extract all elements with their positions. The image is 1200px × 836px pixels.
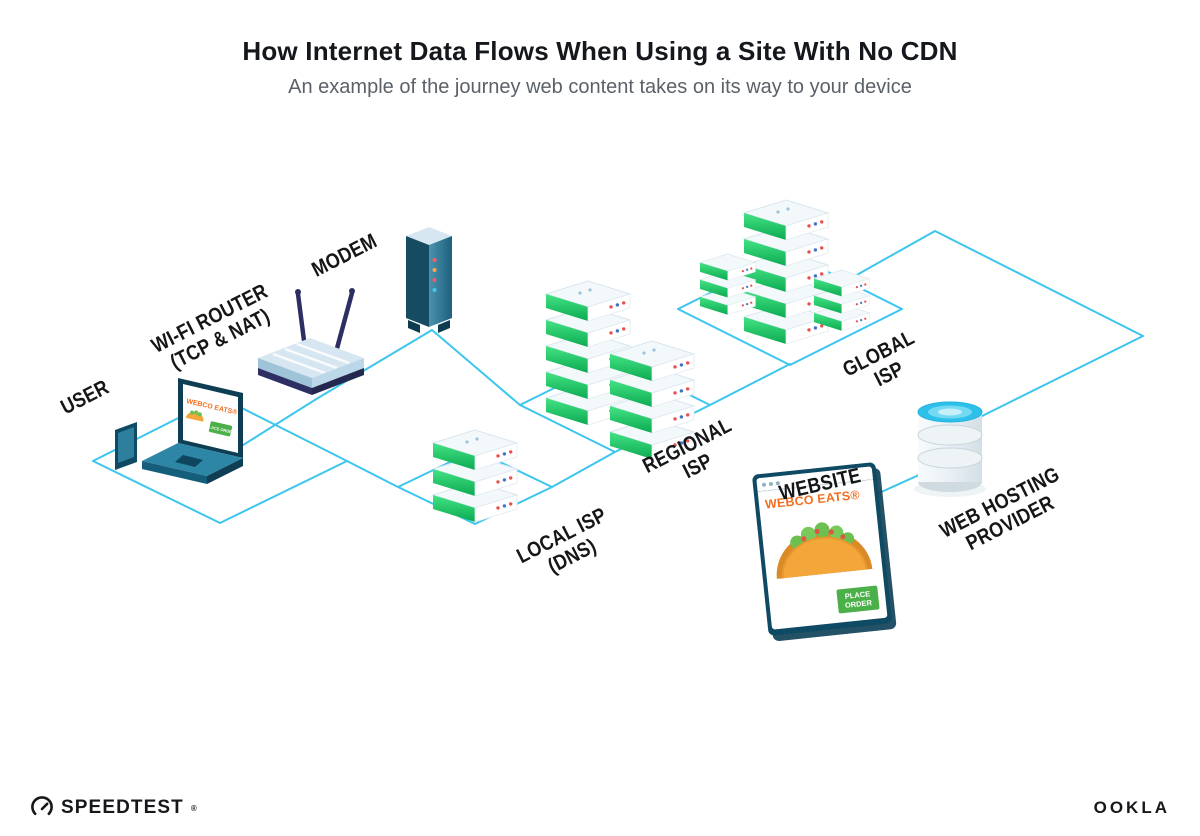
modem-leds [432, 258, 437, 292]
taco-tomato [801, 528, 846, 542]
line-regional-global [709, 363, 791, 406]
line-global-hosting [845, 230, 1144, 432]
browser-content: WEBCO EATS® PLACE ORDER [757, 479, 888, 630]
page-subtitle: An example of the journey web content ta… [288, 76, 912, 98]
ookla-wordmark: OOKLA [1093, 798, 1170, 817]
line-user-localisp [346, 460, 399, 488]
speedtest-logo: SPEEDTEST ® [30, 796, 197, 820]
speedtest-gauge-icon [31, 796, 53, 816]
taco-illustration [776, 522, 873, 579]
footer: SPEEDTEST ® OOKLA [30, 796, 1170, 820]
local-isp-servers [432, 429, 518, 523]
server-stack [609, 340, 695, 460]
server-stack [813, 269, 870, 332]
svg-text:PLACE ORDER: PLACE ORDER [206, 424, 236, 435]
server-stack [432, 429, 518, 523]
website-window: WEBCO EATS® PLACE ORDER [751, 461, 893, 637]
page-title: How Internet Data Flows When Using a Sit… [242, 36, 958, 66]
global-isp-servers [699, 199, 870, 345]
laptop-order-button: PLACE ORDER [206, 421, 236, 437]
laptop-taco-icon [185, 410, 204, 422]
speedtest-wordmark: SPEEDTEST [61, 797, 184, 818]
laptop-trackpad [175, 455, 203, 467]
place-order-button: PLACE ORDER [836, 585, 880, 614]
modem-illustration [406, 227, 452, 333]
server-stack [743, 199, 829, 345]
line-user-modem [239, 329, 433, 448]
laptop-illustration: WEBCO EATS® PLACE ORDER [115, 378, 243, 484]
router-illustration [258, 288, 364, 395]
line-local-regional [551, 451, 616, 488]
server-stack [545, 280, 631, 426]
browser-dot-icon [761, 482, 767, 487]
regional-isp-servers [545, 280, 695, 460]
server-stack [699, 253, 756, 316]
hosting-database [914, 401, 986, 497]
line-modem-regional [431, 329, 521, 406]
header: How Internet Data Flows When Using a Sit… [0, 36, 1200, 99]
speedtest-registered-mark: ® [190, 803, 197, 813]
